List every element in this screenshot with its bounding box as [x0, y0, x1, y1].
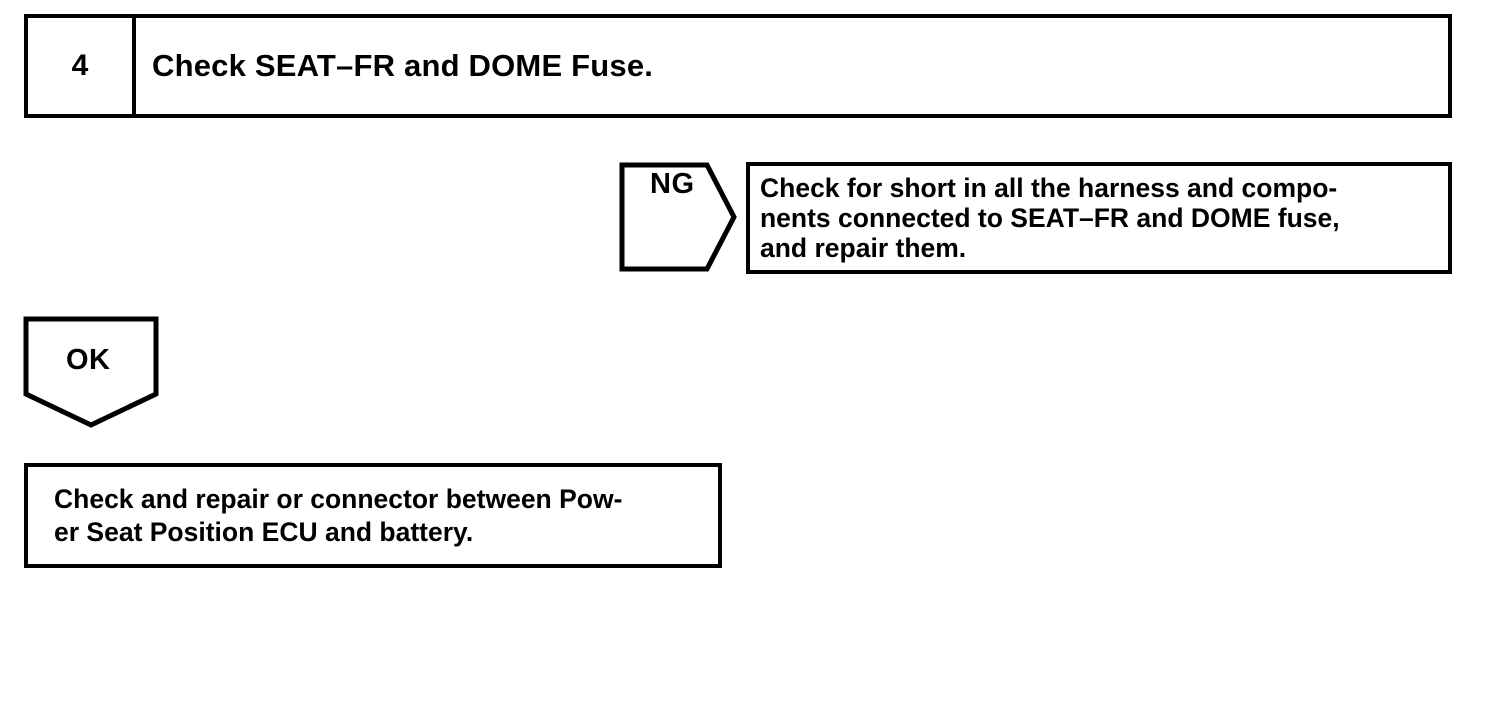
result-line-1: Check and repair or connector between Po… — [54, 484, 623, 514]
ng-action-box: Check for short in all the harness and c… — [746, 162, 1452, 274]
ok-arrow-icon — [23, 316, 159, 428]
ng-action-line-1: Check for short in all the harness and c… — [760, 173, 1338, 203]
step-number-cell: 4 — [28, 18, 136, 114]
ok-branch-label: OK — [66, 344, 111, 376]
result-action-box: Check and repair or connector between Po… — [24, 463, 722, 568]
ng-action-line-3: and repair them. — [760, 233, 967, 263]
ng-action-line-2: nents connected to SEAT–FR and DOME fuse… — [760, 203, 1340, 233]
result-line-2: er Seat Position ECU and battery. — [54, 517, 474, 547]
step-title: Check SEAT–FR and DOME Fuse. — [152, 47, 654, 83]
step-title-cell: Check SEAT–FR and DOME Fuse. — [136, 18, 1448, 114]
step-number: 4 — [71, 49, 89, 82]
step-row: 4 Check SEAT–FR and DOME Fuse. — [24, 14, 1452, 118]
ng-arrow-icon — [619, 162, 737, 272]
ng-branch-label: NG — [650, 168, 695, 200]
